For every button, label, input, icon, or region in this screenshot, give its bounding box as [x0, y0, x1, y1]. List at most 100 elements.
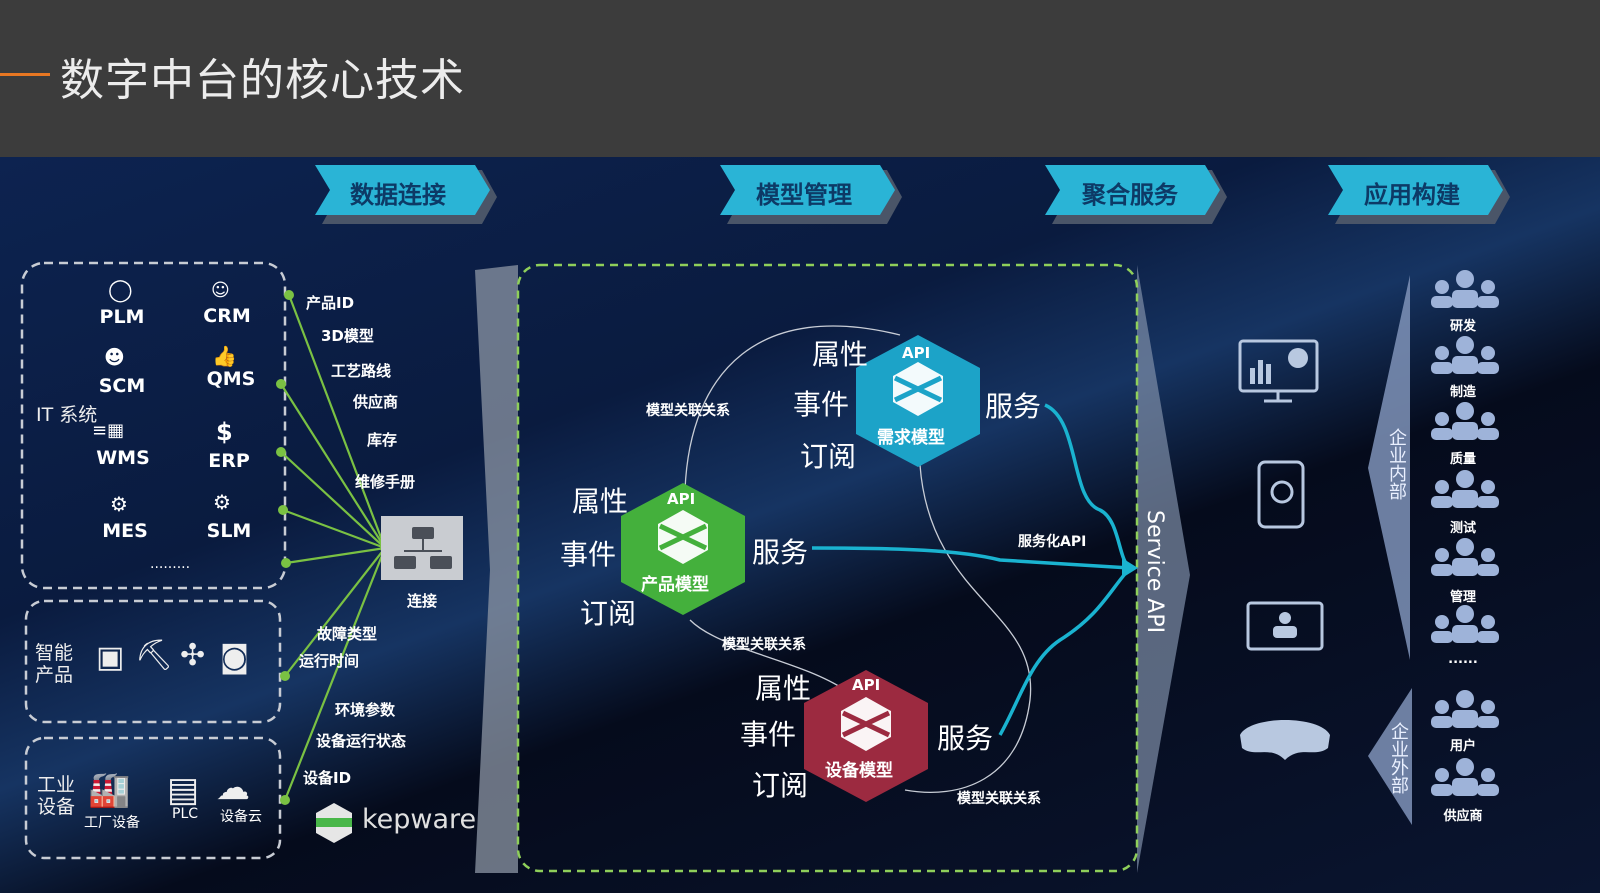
stage-label-model-manage: 模型管理 — [756, 181, 852, 209]
people-group-icon — [1431, 605, 1499, 643]
industrial-label: 工业设备 — [37, 774, 76, 818]
relation-label-2: 模型关联关系 — [722, 637, 806, 653]
device-model-attr: 属性 — [755, 672, 812, 705]
industrial-item-factory: 工厂设备 — [84, 815, 140, 831]
title-accent-line — [0, 73, 50, 76]
service-api-link-label: 服务化API — [1018, 534, 1087, 550]
service-api-band — [1137, 265, 1190, 873]
field-device-id: 设备ID — [303, 769, 352, 787]
role-rd: 研发 — [1449, 319, 1476, 334]
stage-chevrons — [315, 165, 1510, 224]
demand-model-event: 事件 — [793, 388, 850, 421]
device-model-name: 设备模型 — [825, 761, 893, 781]
product-model-event: 事件 — [560, 538, 617, 571]
field-inventory: 库存 — [367, 431, 398, 449]
kepware-wordmark: kepware — [362, 804, 477, 835]
phone-icon — [1257, 460, 1305, 529]
stage-label-app-build: 应用构建 — [1364, 181, 1460, 209]
system-wms: WMS — [96, 447, 150, 469]
people-group-icon — [1431, 538, 1499, 576]
kepware-logo — [316, 803, 352, 843]
demand-model-subscribe: 订阅 — [800, 440, 857, 473]
data-links — [280, 294, 387, 801]
internal-arrow — [1368, 275, 1410, 660]
system-mes: MES — [102, 520, 148, 542]
people-group-icon — [1431, 336, 1499, 374]
it-systems-label: IT 系统 — [36, 404, 98, 426]
cube-cross-lines — [658, 375, 943, 738]
product-model-subscribe: 订阅 — [580, 597, 637, 630]
internal-label: 企业内部 — [1386, 428, 1407, 500]
qms-thumbs-up-icon: 👍 — [212, 344, 237, 368]
plc-server-icon: ▤ — [167, 770, 200, 810]
system-crm: CRM — [203, 305, 251, 327]
mri-scanner-icon: ◙ — [220, 640, 250, 675]
field-product-id: 产品ID — [306, 294, 355, 312]
chevron-app-build — [1328, 165, 1503, 215]
system-erp: ERP — [208, 450, 250, 472]
arrow-head-icon — [1122, 558, 1138, 578]
device-model-service: 服务 — [937, 722, 994, 755]
diagram-area — [0, 157, 1600, 893]
system-qms: QMS — [206, 368, 256, 390]
role-users: 用户 — [1449, 739, 1476, 754]
header-bar — [0, 0, 1600, 157]
field-device-status: 设备运行状态 — [316, 732, 407, 750]
connect-label: 连接 — [407, 592, 438, 610]
stage-label-aggregate: 聚合服务 — [1082, 181, 1178, 209]
factory-icon: 🏭 — [88, 770, 131, 810]
people-group-icon — [1431, 402, 1499, 440]
scm-icon: ☻ — [104, 345, 125, 369]
people-group-icon — [1431, 690, 1499, 728]
washing-machine-icon: ▣ — [96, 640, 125, 675]
product-model-attr: 属性 — [572, 485, 629, 518]
relation-label-3: 模型关联关系 — [957, 791, 1041, 807]
it-systems-box — [20, 261, 287, 590]
field-3d-model: 3D模型 — [321, 327, 374, 345]
role-more: ...... — [1448, 652, 1478, 667]
demand-model-name: 需求模型 — [877, 428, 945, 448]
people-group-icon — [1431, 758, 1499, 796]
external-label: 企业外部 — [1388, 722, 1409, 794]
monitor-icon — [1238, 339, 1319, 403]
vr-headset-icon — [1240, 720, 1330, 760]
role-quality: 质量 — [1449, 452, 1476, 467]
it-systems-more: ......... — [150, 556, 191, 572]
robot-arm-icon: ⛏ — [135, 638, 174, 673]
role-suppliers: 供应商 — [1443, 809, 1483, 824]
chevron-data-connect — [315, 165, 490, 215]
role-management: 管理 — [1449, 590, 1476, 605]
demand-model-attr: 属性 — [812, 338, 869, 371]
smart-products-box — [24, 599, 282, 724]
wind-turbine-icon: ✣ — [180, 638, 206, 673]
field-fault-type: 故障类型 — [317, 625, 378, 643]
external-arrow — [1368, 688, 1412, 825]
stage-label-data-connect: 数据连接 — [350, 181, 446, 209]
device-model-api: API — [852, 676, 881, 694]
field-maintenance-manual: 维修手册 — [355, 473, 416, 491]
system-scm: SCM — [98, 375, 146, 397]
chevron-model-manage — [720, 165, 895, 215]
demand-model-api: API — [902, 344, 931, 362]
service-api-links — [811, 403, 1132, 736]
hierarchy-icon — [394, 527, 452, 569]
device-model-event: 事件 — [740, 718, 797, 751]
product-model-api: API — [667, 490, 696, 508]
field-run-time: 运行时间 — [299, 652, 360, 670]
tablet-icon — [1246, 601, 1324, 651]
plm-icon: ◯ — [108, 278, 133, 303]
people-group-icon — [1431, 470, 1499, 508]
wms-icon: ≡▦ — [92, 420, 125, 441]
field-supplier: 供应商 — [353, 393, 399, 411]
smart-products-label: 智能产品 — [35, 642, 74, 686]
system-slm: SLM — [206, 520, 252, 542]
cloud-icon: ☁ — [216, 768, 250, 808]
people-icons — [1431, 270, 1499, 796]
model-management-box — [516, 263, 1139, 873]
system-plm: PLM — [99, 306, 145, 328]
mes-gear-icon: ⚙ — [110, 492, 128, 516]
slm-gear-hand-icon: ⚙ — [213, 490, 231, 514]
product-model-name: 产品模型 — [641, 575, 709, 595]
crm-icon: ☺ — [211, 280, 230, 301]
